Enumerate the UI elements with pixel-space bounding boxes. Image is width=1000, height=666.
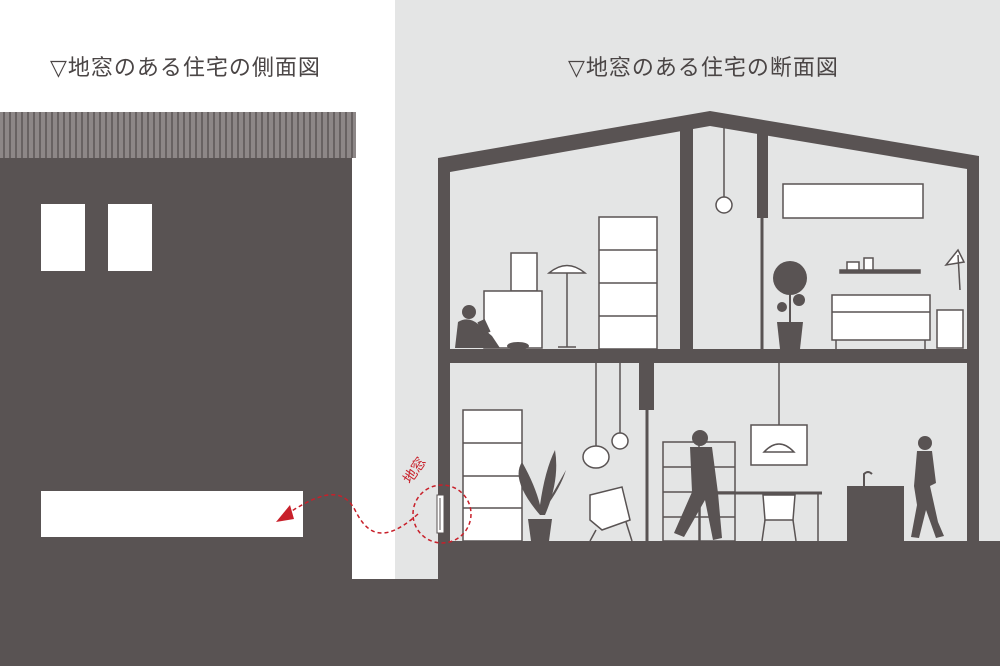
upper-silhouettes <box>455 261 807 350</box>
floor-lamp-shade <box>546 264 588 274</box>
roof <box>438 111 979 172</box>
walking-man-head <box>692 430 708 446</box>
wall-picture <box>510 252 538 292</box>
reading-child-body <box>455 319 500 348</box>
topiary-crown <box>773 261 807 295</box>
dining-chair <box>762 494 796 521</box>
pendant-light-b <box>611 432 629 450</box>
side-view-house <box>0 112 356 598</box>
cat <box>507 342 529 350</box>
upper-partition-left <box>680 127 693 350</box>
ground-window-detail <box>436 494 445 534</box>
reading-child-head <box>462 305 476 319</box>
left-outer-wall <box>438 158 450 598</box>
woman-body <box>911 451 944 538</box>
lower-silhouettes <box>518 430 944 541</box>
airflow-arrow <box>283 494 419 534</box>
bed <box>831 294 931 341</box>
pendant-light-upper <box>715 196 733 214</box>
pendant-light-a <box>582 445 610 469</box>
left-gap-strip <box>352 158 395 579</box>
side-window-right <box>108 204 152 271</box>
potted-plant-leaves <box>518 450 557 515</box>
lounge-chair <box>589 486 631 531</box>
wall-shelf <box>839 269 921 274</box>
ground-window-highlight <box>412 484 472 544</box>
upper-furniture <box>483 127 966 350</box>
potted-plant-pot <box>528 519 552 541</box>
walking-man-body <box>674 447 722 540</box>
roof-siding-lines <box>3 112 353 158</box>
side-view-title: ▽地窓のある住宅の側面図 <box>50 56 321 81</box>
gap-strip-right <box>395 158 438 579</box>
side-ground-window <box>41 491 303 537</box>
side-window-left <box>41 204 85 271</box>
arrow-head-icon <box>276 505 294 522</box>
woman-head <box>918 436 932 450</box>
second-floor-slab <box>438 349 979 363</box>
ground-fill-lower <box>352 579 1000 666</box>
upper-partition-right <box>757 132 768 218</box>
lower-beam <box>639 363 654 410</box>
pendant-light-dining <box>762 443 796 453</box>
topiary-pot <box>777 322 803 349</box>
kitchen-counter <box>847 486 904 541</box>
high-window <box>782 183 924 219</box>
side-table <box>936 309 964 349</box>
section-view-title: ▽地窓のある住宅の断面図 <box>568 56 839 81</box>
wall-lamp <box>944 248 966 267</box>
right-outer-wall <box>967 158 979 598</box>
